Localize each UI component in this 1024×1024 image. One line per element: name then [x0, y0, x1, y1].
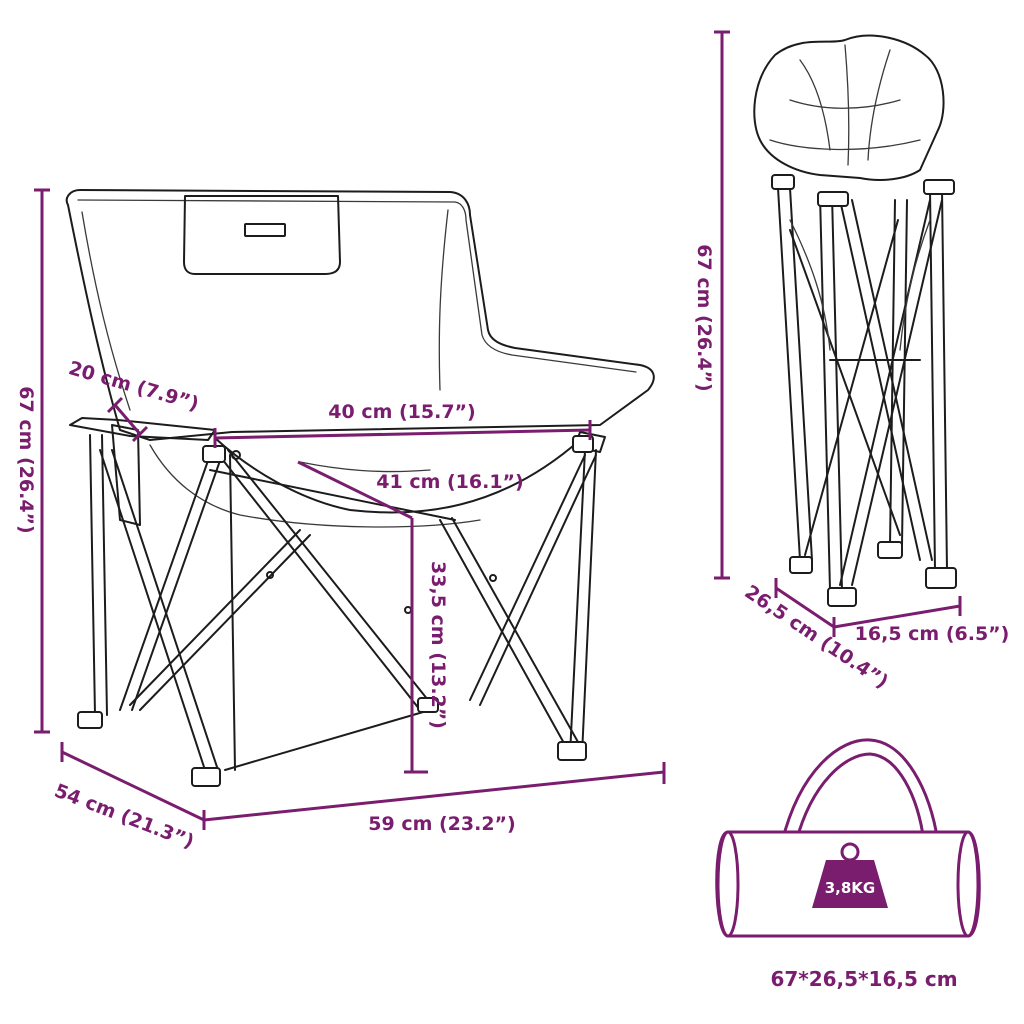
- chair-height-label: 67 cm (26.4”): [15, 386, 37, 533]
- bag-weight-label: 3,8KG: [825, 879, 876, 897]
- folded-dimension-lines: [714, 30, 962, 637]
- chair-seat-height-label: 33,5 cm (13.2”): [427, 561, 449, 729]
- chair-seat-width-label: 40 cm (15.7”): [328, 401, 475, 423]
- chair-seat-depth-label: 41 cm (16.1”): [376, 471, 523, 493]
- chair-width-label: 59 cm (23.2”): [368, 813, 515, 835]
- folded-height-label: 67 cm (26.4”): [693, 244, 715, 391]
- folded-width-label: 16,5 cm (6.5”): [855, 623, 1010, 645]
- chair-dimension-lines: [34, 188, 666, 830]
- weight-icon: [812, 842, 888, 908]
- bag-size-label: 67*26,5*16,5 cm: [770, 967, 957, 991]
- folded-chair-illustration: [753, 34, 957, 607]
- chair-armrest-width-label: 20 cm (7.9”): [66, 357, 201, 415]
- chair-depth-label: 54 cm (21.3”): [51, 780, 197, 853]
- chair-illustration: [65, 189, 655, 787]
